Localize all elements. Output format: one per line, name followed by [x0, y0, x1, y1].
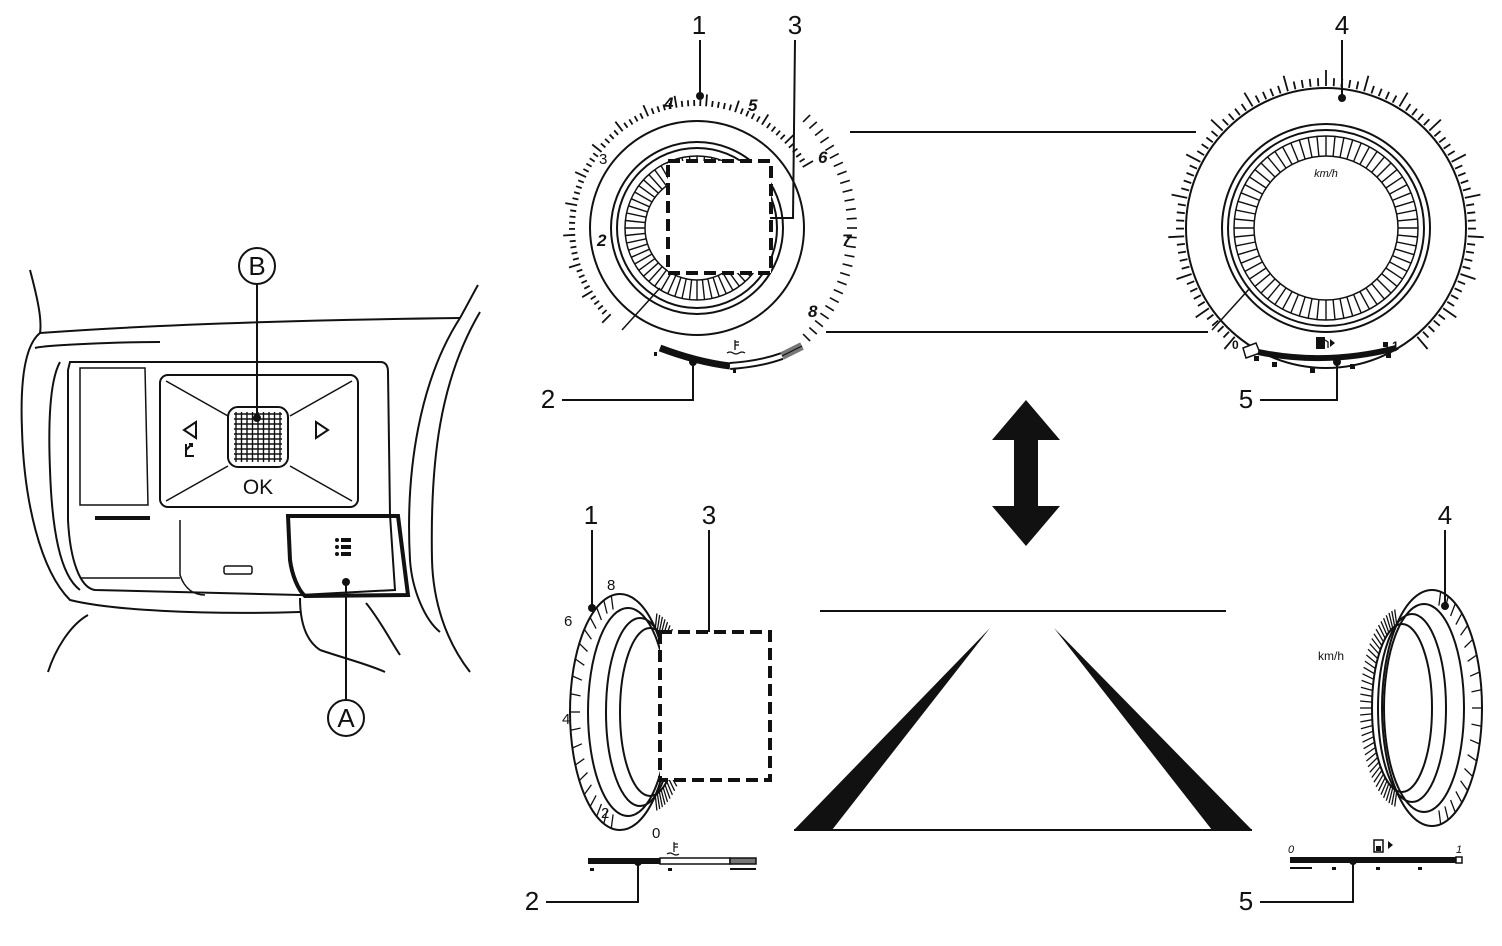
svg-text:2: 2 — [525, 886, 539, 916]
button-b-label: B — [248, 251, 265, 281]
button-a-callout: A — [327, 578, 365, 737]
fuel-min-label: 0 — [1232, 338, 1239, 352]
svg-text:1: 1 — [584, 500, 598, 530]
left-triangle-icon[interactable] — [182, 420, 197, 440]
bot-fuel-min-label: 0 — [1288, 844, 1295, 856]
top-fuel-gauge: 0 1 — [1232, 337, 1399, 373]
road-scene — [794, 610, 1252, 831]
top-center-display-area — [666, 159, 773, 275]
tach-num-4: 4 — [663, 94, 674, 113]
top-callout-1: 1 — [692, 10, 706, 100]
fuel-max-label: 1 — [1392, 339, 1399, 353]
tach-num-2: 2 — [596, 231, 607, 250]
top-callout-4: 4 — [1335, 10, 1349, 102]
button-b-callout: B — [238, 247, 276, 422]
coolant-temperature-icon — [666, 842, 680, 856]
svg-text:3: 3 — [788, 10, 802, 40]
bottom-center-display-area — [658, 630, 772, 782]
tach-num-7: 7 — [842, 231, 853, 250]
svg-text:4: 4 — [1335, 10, 1349, 40]
bot-tach-num-8: 8 — [607, 577, 615, 594]
steering-wheel-switch — [20, 269, 481, 673]
fuel-pump-icon — [1373, 839, 1393, 853]
bot-tach-num-6: 6 — [564, 613, 572, 630]
double-arrow-icon — [992, 400, 1060, 546]
bot-tach-num-2: 2 — [601, 805, 609, 822]
top-callout-5: 5 — [1239, 358, 1341, 414]
tach-num-3: 3 — [599, 151, 607, 168]
bot-speed-unit-label: km/h — [1318, 649, 1344, 663]
tach-num-6: 6 — [818, 148, 828, 167]
bottom-callout-2: 2 — [525, 858, 642, 916]
bottom-speedometer — [1360, 589, 1483, 827]
bottom-callout-1: 1 — [584, 500, 598, 612]
back-arrow-icon[interactable] — [185, 443, 194, 457]
button-a-label: A — [337, 703, 355, 733]
svg-text:3: 3 — [702, 500, 716, 530]
bottom-callout-3: 3 — [702, 500, 716, 632]
bottom-callout-5: 5 — [1239, 857, 1357, 916]
fuel-pump-icon — [1316, 337, 1335, 349]
tach-num-5: 5 — [748, 96, 758, 115]
ok-scroll-wheel[interactable] — [227, 406, 289, 468]
svg-text:2: 2 — [541, 384, 555, 414]
svg-text:1: 1 — [692, 10, 706, 40]
tach-num-8: 8 — [808, 302, 818, 321]
bot-tach-num-0: 0 — [652, 825, 660, 842]
svg-text:4: 4 — [1438, 500, 1452, 530]
ok-label: OK — [243, 476, 273, 499]
menu-list-icon[interactable] — [335, 538, 351, 556]
top-speedometer: km/h — [1168, 70, 1484, 369]
top-temperature-gauge — [654, 340, 804, 373]
bottom-tachometer — [569, 593, 772, 831]
bottom-temperature-gauge — [588, 842, 757, 871]
coolant-temperature-icon — [726, 340, 746, 355]
speed-unit-label: km/h — [1314, 168, 1338, 180]
top-callout-3: 3 — [770, 10, 802, 219]
right-triangle-icon[interactable] — [315, 420, 330, 440]
bot-tach-num-4: 4 — [562, 711, 570, 728]
bottom-fuel-gauge: 0 1 — [1288, 839, 1463, 870]
svg-text:5: 5 — [1239, 384, 1253, 414]
bottom-callout-4: 4 — [1438, 500, 1452, 610]
svg-text:5: 5 — [1239, 886, 1253, 916]
bot-fuel-max-label: 1 — [1456, 844, 1462, 856]
top-tachometer: 2 3 4 5 6 7 8 — [563, 94, 857, 342]
top-callout-2: 2 — [541, 358, 697, 414]
